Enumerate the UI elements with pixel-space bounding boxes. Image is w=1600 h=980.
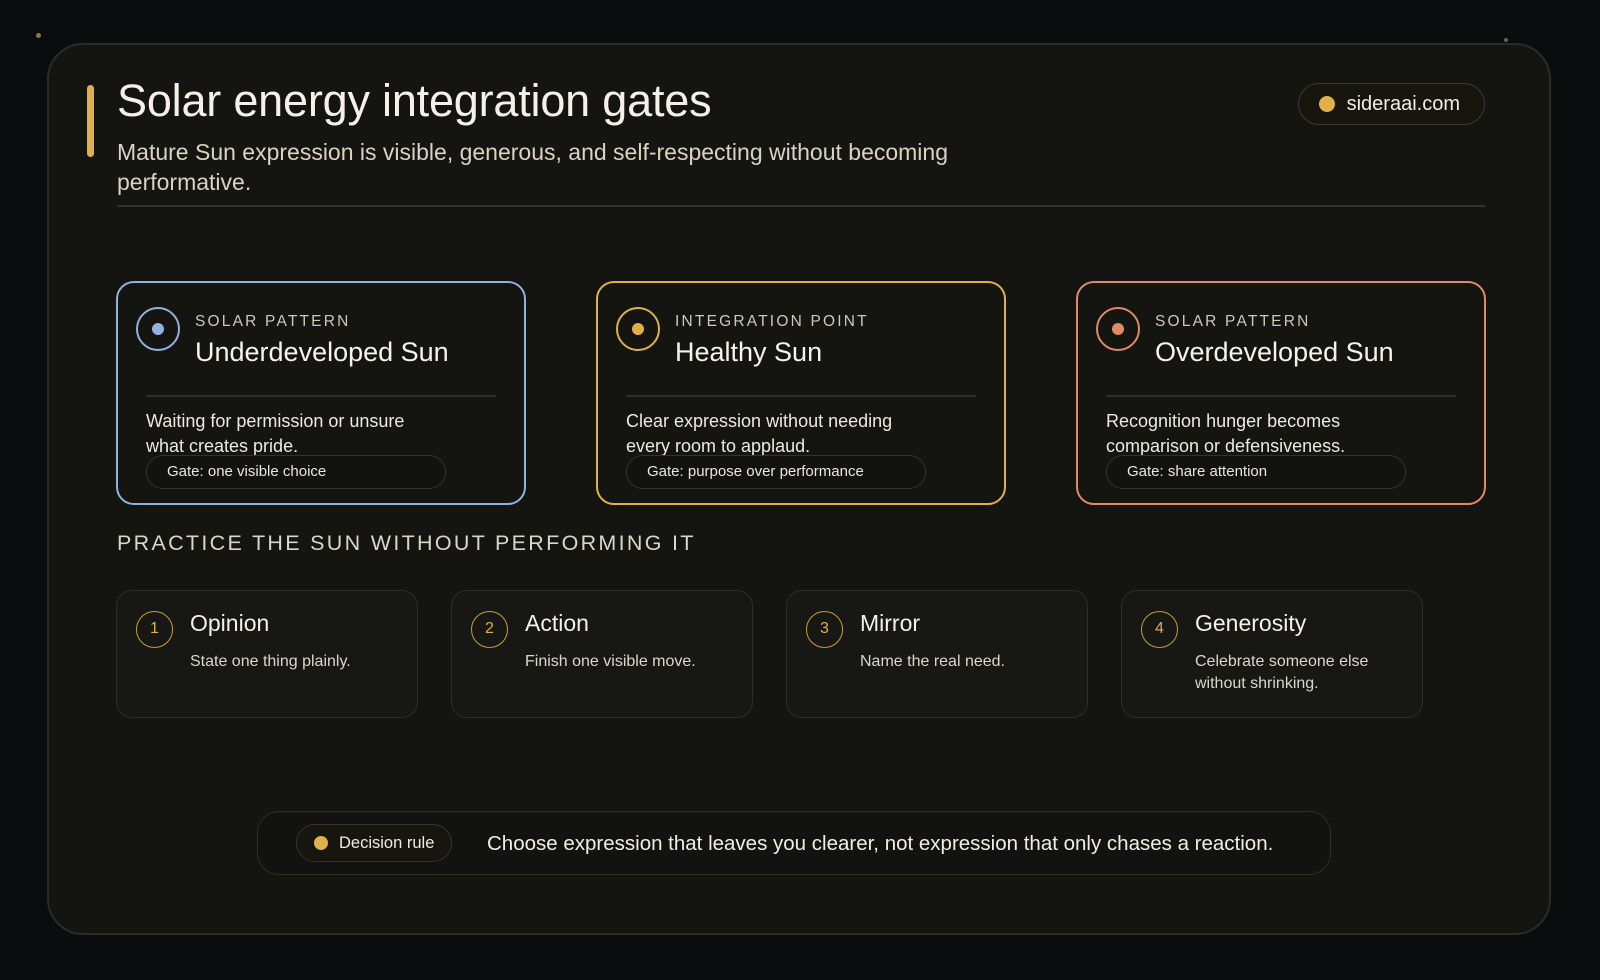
sun-ring-icon [1096,307,1140,351]
decision-rule-text: Choose expression that leaves you cleare… [487,832,1274,855]
card-divider [146,395,496,397]
gate-pill: Gate: purpose over performance [626,455,926,489]
card-divider [1106,395,1456,397]
decision-rule-banner: Decision rule Choose expression that lea… [257,811,1331,875]
step-text: Finish one visible move. [525,653,696,670]
card-title: Healthy Sun [675,337,823,367]
slide-panel: Solar energy integration gates Mature Su… [47,43,1551,935]
decision-rule-badge-label: Decision rule [339,833,435,852]
card-description: Recognition hunger becomes comparison or… [1106,411,1346,456]
decision-rule-badge: Decision rule [296,824,453,862]
card-divider [626,395,976,397]
step-card-opinion: 1 Opinion State one thing plainly. [116,590,418,718]
corner-dot-decoration [36,33,41,38]
card-description: Clear expression without needing every r… [626,411,893,456]
card-kicker: SOLAR PATTERN [195,313,351,330]
step-text: Celebrate someone else without shrinking… [1195,653,1369,692]
corner-dot-decoration-right [1504,38,1508,42]
step-number-badge: 3 [806,611,843,648]
sun-ring-icon [136,307,180,351]
step-number-badge: 1 [136,611,173,648]
card-underdeveloped-sun: SOLAR PATTERN Underdeveloped Sun Waiting… [116,281,526,505]
page-title: Solar energy integration gates [117,75,712,126]
sun-dot-icon [314,836,328,850]
step-title: Mirror [860,610,921,636]
sun-ring-icon [616,307,660,351]
card-overdeveloped-sun: SOLAR PATTERN Overdeveloped Sun Recognit… [1076,281,1486,505]
step-number-badge: 2 [471,611,508,648]
card-title: Underdeveloped Sun [195,337,449,367]
card-kicker: SOLAR PATTERN [1155,313,1311,330]
practice-heading: PRACTICE THE SUN WITHOUT PERFORMING IT [117,531,696,555]
card-description: Waiting for permission or unsure what cr… [146,411,405,456]
site-link-label: sideraai.com [1346,92,1460,115]
step-number-badge: 4 [1141,611,1178,648]
step-card-action: 2 Action Finish one visible move. [451,590,753,718]
step-text: Name the real need. [860,653,1005,670]
step-title: Opinion [190,610,270,636]
gate-pill: Gate: share attention [1106,455,1406,489]
gate-pill: Gate: one visible choice [146,455,446,489]
step-title: Action [525,610,589,636]
card-kicker: INTEGRATION POINT [675,313,869,330]
step-text: State one thing plainly. [190,653,351,670]
card-title: Overdeveloped Sun [1155,337,1394,367]
header-divider [117,205,1485,207]
step-title: Generosity [1195,610,1307,636]
step-card-generosity: 4 Generosity Celebrate someone else with… [1121,590,1423,718]
site-link[interactable]: sideraai.com [1297,83,1485,125]
step-card-mirror: 3 Mirror Name the real need. [786,590,1088,718]
sun-dot-icon [1318,96,1335,112]
page-subtitle: Mature Sun expression is visible, genero… [117,139,948,195]
card-healthy-sun: INTEGRATION POINT Healthy Sun Clear expr… [596,281,1006,505]
title-accent-bar [87,85,94,157]
